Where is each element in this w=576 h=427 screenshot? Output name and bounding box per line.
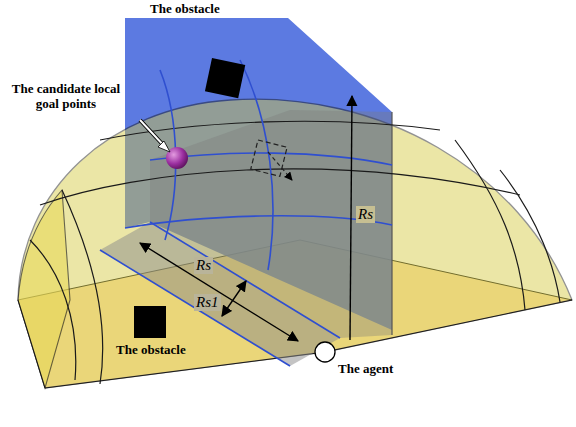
agent-marker [315,342,335,362]
annotation-label: The candidate local goal points [2,82,130,112]
obstacle-block [205,58,245,98]
width-arrow [222,281,246,316]
obstacle-block [134,306,166,338]
corridor-edge [150,222,340,338]
motion-arrow [268,152,292,180]
annotation-label: The agent [338,362,393,377]
dome-grid [30,121,560,384]
annotation-label: The obstacle [116,343,186,358]
corridor-strip [100,222,340,366]
leader-head [158,141,170,152]
annotation-label: Rs [356,206,375,223]
corridor-edge [391,112,392,335]
annotation-label: The obstacle [150,2,220,17]
sensing-dome [18,99,572,388]
annotation-label: Rs1 [194,294,221,311]
moving-obstacle [251,140,287,176]
annotation-label: Rs [194,257,213,274]
radius-arrow [350,96,352,340]
corridor-edge [100,250,290,366]
